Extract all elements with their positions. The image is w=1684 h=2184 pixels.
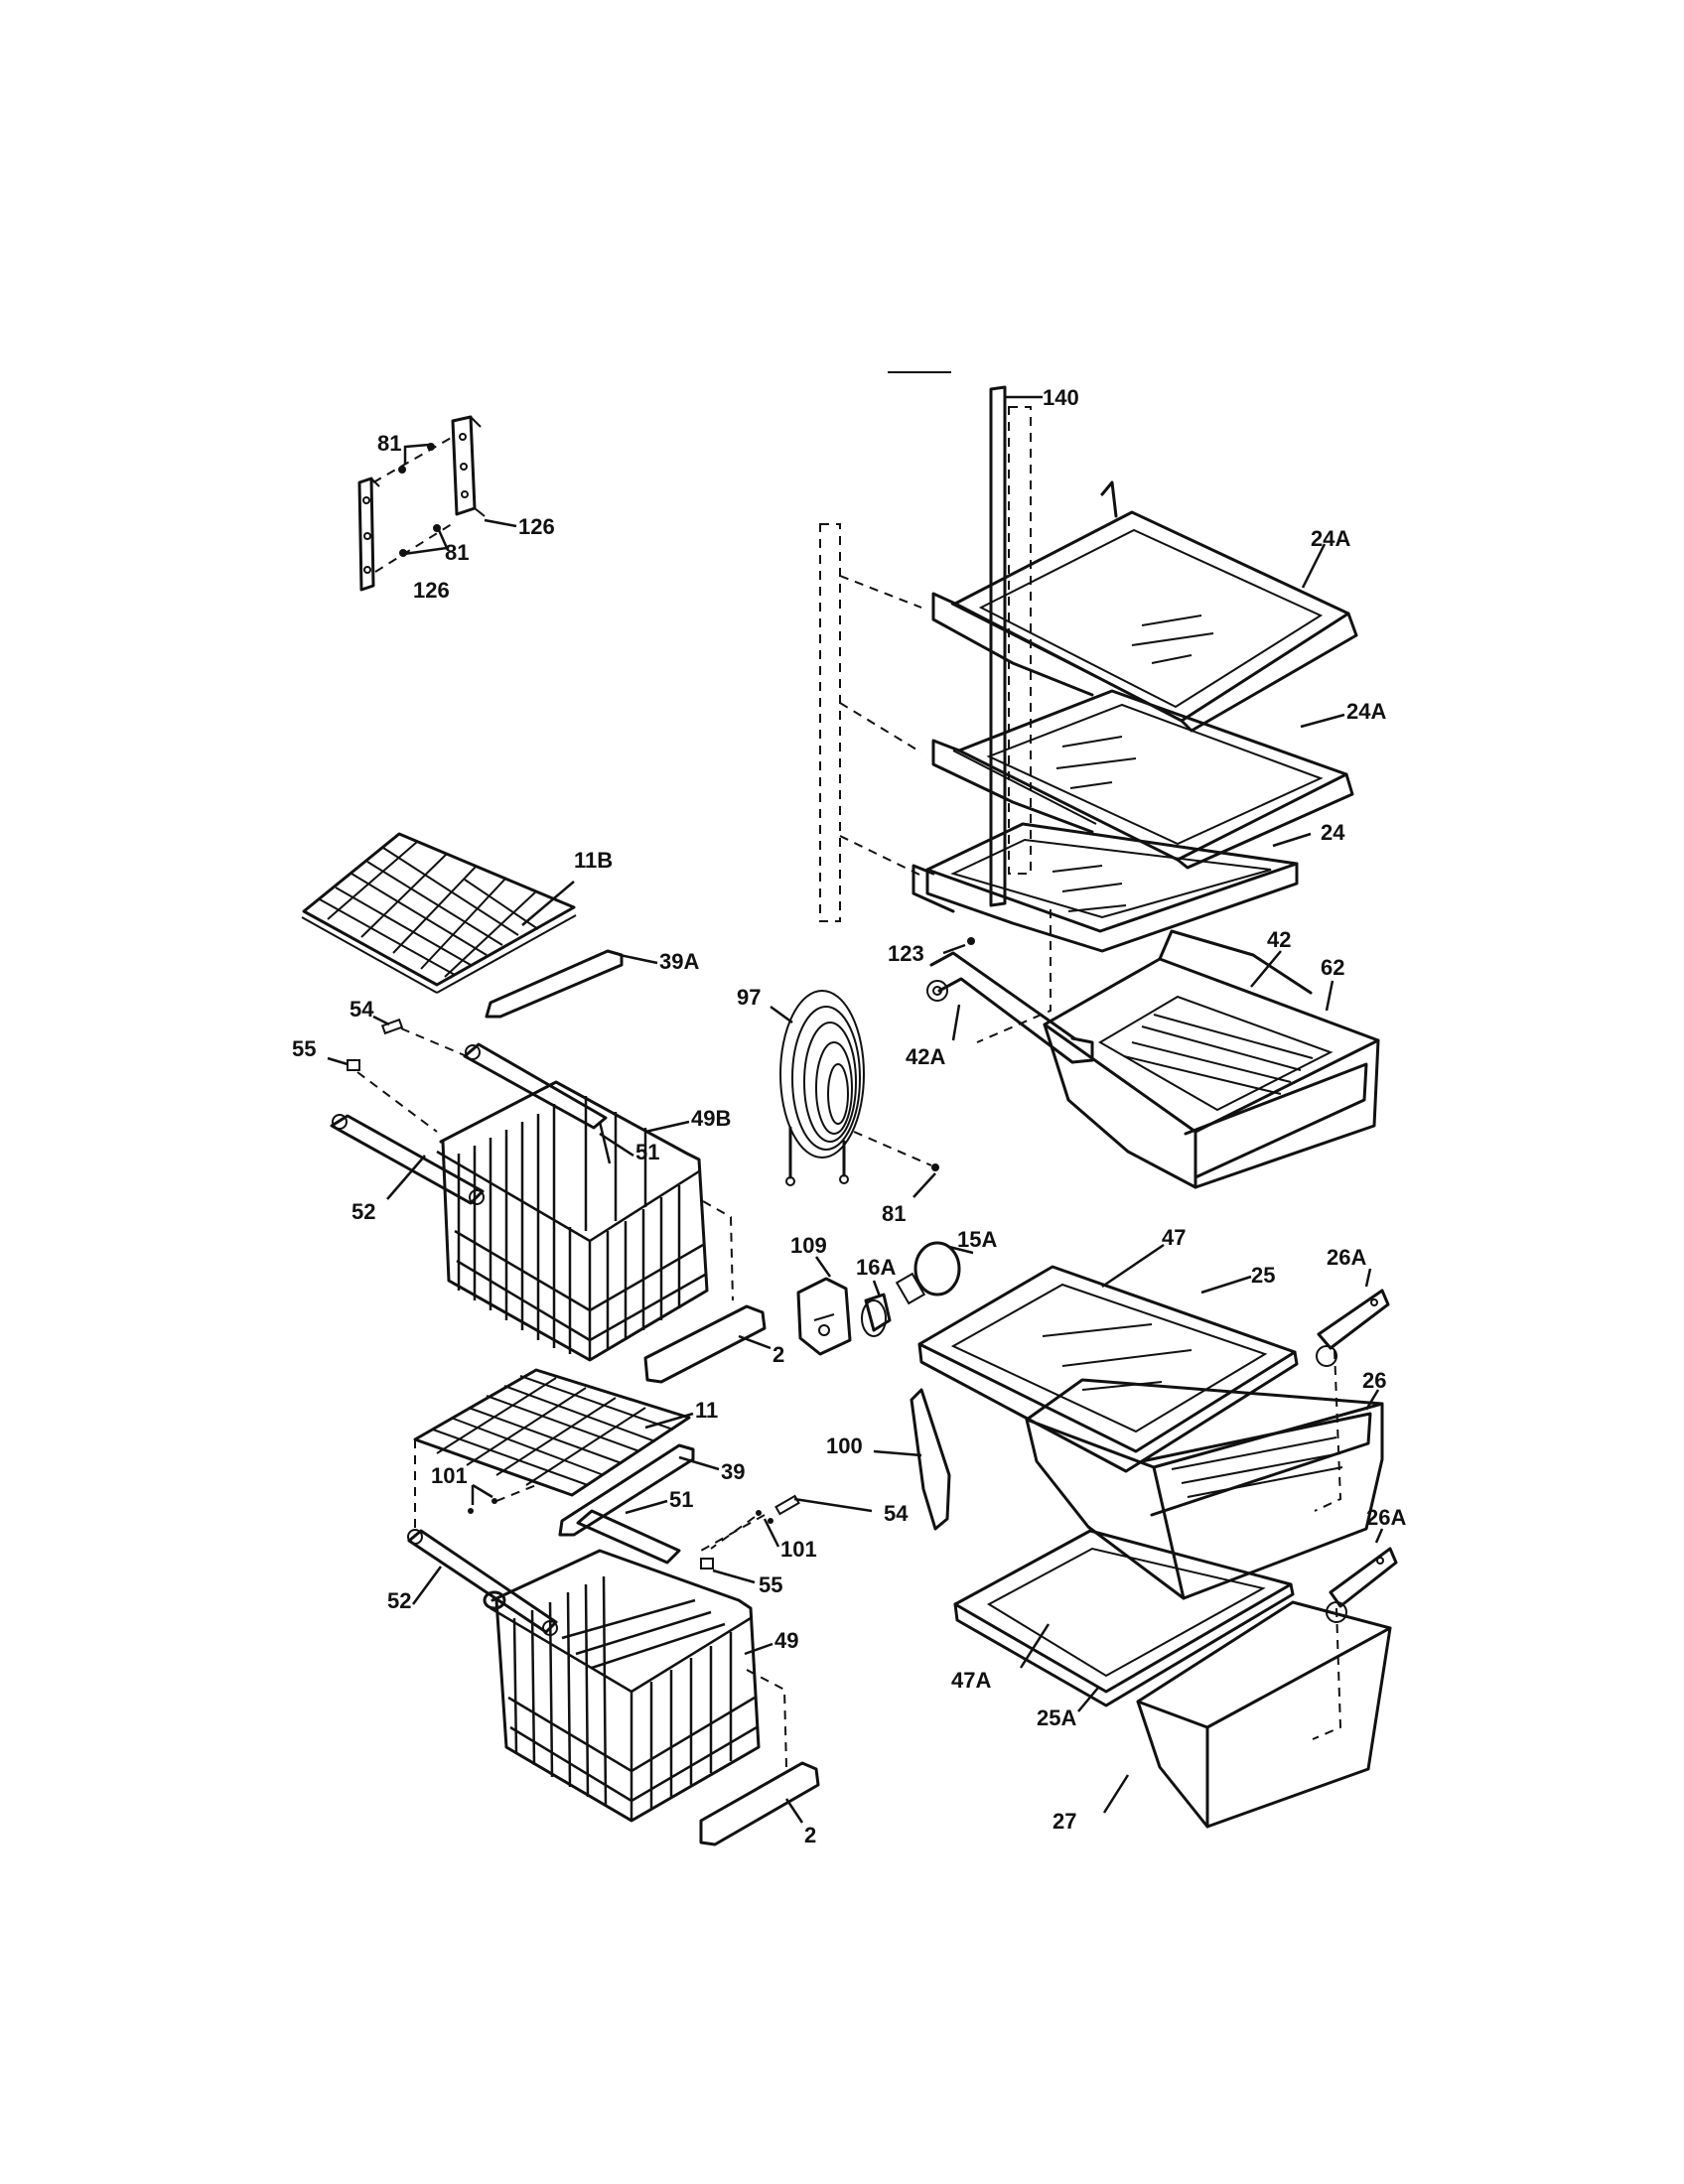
slide-rail-52-upper (330, 1114, 485, 1205)
callout-16a: 16A (856, 1255, 896, 1280)
callout-15a: 15A (957, 1227, 997, 1252)
shelf-rail-140 (888, 371, 1043, 907)
callout-25: 25 (1251, 1263, 1275, 1288)
callout-47: 47 (1162, 1225, 1186, 1250)
screw-123 (942, 937, 975, 955)
callout-2-upper: 2 (772, 1342, 784, 1367)
deli-drawer-26 (1025, 1349, 1384, 1600)
wire-shelf-11b (301, 832, 577, 994)
light-socket-109 (796, 1256, 852, 1356)
callout-11b: 11B (574, 848, 613, 873)
callout-25a: 25A (1037, 1706, 1076, 1730)
screw-54-upper (372, 1015, 468, 1057)
screw-55-upper (327, 1056, 438, 1133)
callout-123: 123 (888, 941, 924, 966)
callout-97: 97 (737, 985, 761, 1010)
callout-52-lower: 52 (387, 1588, 411, 1613)
shelf-bracket-126-right (451, 415, 486, 517)
callout-62: 62 (1321, 955, 1344, 980)
callout-81-coil: 81 (882, 1201, 906, 1226)
callout-55-lower: 55 (759, 1572, 782, 1597)
callout-26: 26 (1362, 1368, 1386, 1393)
callout-11: 11 (695, 1398, 718, 1423)
shelf-dashed-links (839, 575, 1052, 1043)
light-bulb-15a (895, 1241, 974, 1305)
drawer-27 (1102, 1600, 1392, 1829)
callout-2-lower: 2 (804, 1823, 816, 1847)
screw-55-lower (700, 1558, 756, 1584)
drawer-divider-100 (873, 1388, 951, 1531)
callout-26a-lower: 26A (1366, 1505, 1406, 1530)
wire-shelf-11 (413, 1368, 694, 1497)
callout-81-top: 81 (377, 431, 401, 456)
glass-shelf-24a-top (931, 480, 1358, 733)
rear-rail-dotted (819, 523, 841, 922)
callout-26a-upper: 26A (1327, 1245, 1366, 1270)
slide-rail-51-lower (576, 1499, 681, 1565)
callout-55-upper: 55 (292, 1036, 316, 1061)
callout-126-left: 126 (413, 578, 450, 603)
callout-140: 140 (1043, 385, 1079, 410)
trim-2-upper (643, 1304, 772, 1384)
callout-52-upper: 52 (351, 1199, 375, 1224)
shelf-bracket-126-left (357, 477, 380, 592)
callout-24a-middle: 24A (1346, 699, 1386, 724)
screw-54-lower (700, 1494, 873, 1552)
wire-basket-49 (483, 1549, 787, 1823)
crisper-pan-62 (1043, 929, 1380, 1189)
callout-42: 42 (1267, 927, 1291, 952)
trim-2-lower (699, 1761, 820, 1846)
callout-54-upper: 54 (350, 997, 374, 1022)
callout-51-lower: 51 (669, 1487, 693, 1512)
callout-27: 27 (1052, 1809, 1076, 1834)
callout-126-right: 126 (518, 514, 555, 539)
bulb-holder-16a (861, 1280, 892, 1337)
trim-39a (485, 949, 658, 1019)
bracket-screws-81 (372, 436, 517, 573)
glass-shelf-24a-middle (931, 689, 1354, 870)
callout-49b: 49B (691, 1106, 731, 1131)
screws-101-right (710, 1510, 780, 1550)
drawer-bracket-26a-upper (1316, 1268, 1390, 1367)
crisper-rail-42a (926, 951, 1094, 1064)
callout-101-left: 101 (431, 1463, 468, 1488)
callout-109: 109 (790, 1233, 827, 1258)
callout-101-right: 101 (780, 1537, 817, 1562)
drawer-cover-25a (953, 1529, 1295, 1712)
drawer-cover-25 (917, 1243, 1299, 1473)
callout-49: 49 (774, 1628, 798, 1653)
wire-basket-49b (436, 1080, 734, 1362)
callout-39a: 39A (659, 949, 699, 974)
callout-24: 24 (1321, 820, 1345, 845)
callout-42a: 42A (906, 1044, 945, 1069)
callout-100: 100 (826, 1433, 863, 1458)
drawer-bracket-26a-lower (1326, 1528, 1398, 1623)
callout-54-lower: 54 (884, 1501, 909, 1526)
callout-51-upper: 51 (635, 1140, 659, 1164)
screws-101-left (414, 1439, 537, 1537)
callout-24a-top: 24A (1311, 526, 1350, 551)
callout-81-lower: 81 (445, 540, 469, 565)
callout-47a: 47A (951, 1668, 991, 1693)
tubing-coil-97 (770, 990, 939, 1198)
callout-39: 39 (721, 1459, 745, 1484)
glass-shelf-24 (912, 822, 1312, 953)
slide-rail-52-lower (407, 1529, 558, 1636)
trim-39 (558, 1443, 720, 1537)
